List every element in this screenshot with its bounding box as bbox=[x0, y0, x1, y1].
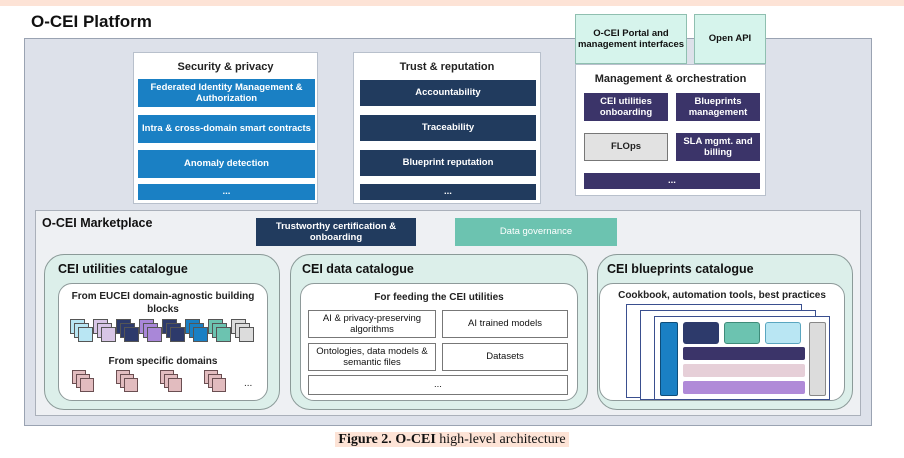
data-cell-trained-models: AI trained models bbox=[442, 310, 568, 338]
flops-box: FLOps bbox=[584, 133, 668, 161]
management-more: ... bbox=[584, 173, 760, 189]
figure-caption: Figure 2. O-CEI high-level architecture bbox=[0, 432, 904, 448]
caption-text: high-level architecture bbox=[439, 432, 566, 447]
domain-tiles bbox=[72, 370, 262, 398]
data-cell-ontologies: Ontologies, data models & semantic files bbox=[308, 343, 436, 371]
utilities-catalogue-title: CEI utilities catalogue bbox=[58, 262, 188, 276]
sla-box: SLA mgmt. and billing bbox=[676, 133, 760, 161]
security-item-contracts: Intra & cross-domain smart contracts bbox=[138, 115, 315, 143]
trust-item-blueprint-reputation: Blueprint reputation bbox=[360, 150, 536, 176]
trust-title: Trust & reputation bbox=[399, 61, 495, 73]
blueprint-sidebar-block bbox=[660, 322, 678, 396]
security-item-more: ... bbox=[138, 184, 315, 200]
data-catalogue-title: CEI data catalogue bbox=[302, 262, 414, 276]
caption-figure-number: Figure 2. bbox=[338, 432, 392, 447]
security-title: Security & privacy bbox=[177, 61, 274, 73]
data-governance-box: Data governance bbox=[455, 218, 617, 246]
trust-item-more: ... bbox=[360, 184, 536, 200]
platform-title: O-CEI Platform bbox=[31, 12, 152, 31]
security-item-anomaly: Anomaly detection bbox=[138, 150, 315, 178]
caption-name: O-CEI bbox=[395, 432, 436, 447]
blueprint-bar-purple bbox=[683, 347, 805, 360]
data-cell-algorithms: AI & privacy-preserving algorithms bbox=[308, 310, 436, 338]
blueprint-block-navy bbox=[683, 322, 719, 344]
management-title: Management & orchestration bbox=[594, 73, 747, 85]
trust-item-traceability: Traceability bbox=[360, 115, 536, 141]
building-block-tiles bbox=[70, 319, 260, 351]
security-item-identity: Federated Identity Management & Authoriz… bbox=[138, 79, 315, 107]
blueprint-block-lightblue bbox=[765, 322, 801, 344]
marketplace-title: O-CEI Marketplace bbox=[42, 216, 153, 230]
utilities-onboarding-box: CEI utilities onboarding bbox=[584, 93, 668, 121]
certification-box: Trustworthy certification & onboarding bbox=[256, 218, 416, 246]
trust-item-accountability: Accountability bbox=[360, 80, 536, 106]
blueprints-management-box: Blueprints management bbox=[676, 93, 760, 121]
blueprint-block-teal bbox=[724, 322, 760, 344]
blueprint-bar-violet bbox=[683, 381, 805, 394]
blueprints-catalogue-subtitle: Cookbook, automation tools, best practic… bbox=[618, 290, 826, 301]
domains-more: ... bbox=[244, 378, 253, 389]
openapi-box: Open API bbox=[694, 14, 766, 64]
from-domains-label: From specific domains bbox=[108, 356, 218, 367]
data-catalogue-subtitle: For feeding the CEI utilities bbox=[374, 292, 504, 303]
blueprint-side-block bbox=[809, 322, 826, 396]
blueprint-bar-pink bbox=[683, 364, 805, 377]
blueprints-catalogue-title: CEI blueprints catalogue bbox=[607, 262, 754, 276]
portal-box: O-CEI Portal and management interfaces bbox=[575, 14, 687, 64]
data-cell-more: ... bbox=[308, 375, 568, 395]
highlight-strip bbox=[0, 0, 904, 6]
data-cell-datasets: Datasets bbox=[442, 343, 568, 371]
from-eucei-label: From EUCEI domain-agnostic building bloc… bbox=[71, 291, 255, 315]
